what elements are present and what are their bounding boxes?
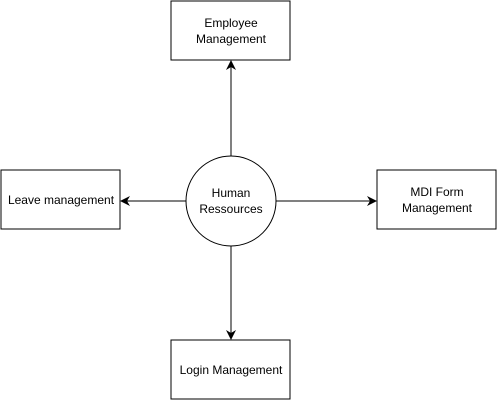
human-ressources-label: Human Ressources bbox=[199, 186, 263, 216]
employee-management-box bbox=[170, 0, 291, 61]
employee-management-label: Employee Management bbox=[195, 16, 267, 46]
login-management-label: Login Management bbox=[179, 363, 283, 377]
mdi-form-management-box bbox=[376, 169, 497, 230]
login-management-box bbox=[170, 339, 291, 400]
mdi-form-management-label: MDI Form Management bbox=[401, 185, 473, 215]
leave-management-box bbox=[0, 169, 121, 230]
leave-management-label: Leave management bbox=[7, 193, 115, 207]
